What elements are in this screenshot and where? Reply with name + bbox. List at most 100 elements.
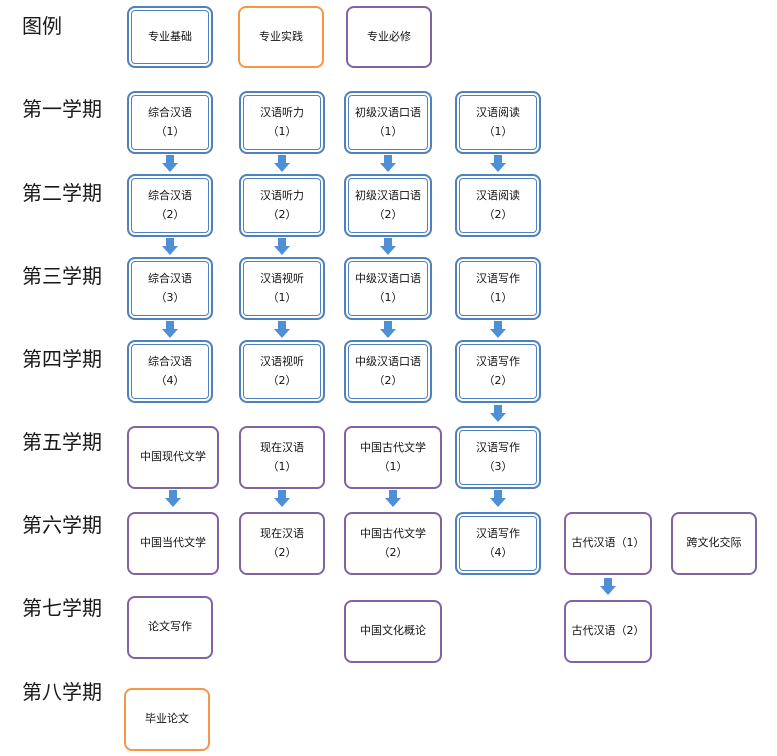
course-name: 综合汉语 (148, 105, 192, 119)
course-s7-c1: 论文写作 (127, 596, 213, 659)
course-number: （1） (373, 290, 403, 304)
course-name: 汉语写作 (476, 526, 520, 540)
course-name: 汉语听力 (260, 188, 304, 202)
course-name: 汉语听力 (260, 105, 304, 119)
semester-label-8: 第八学期 (22, 680, 102, 704)
course-number: （1） (267, 290, 297, 304)
course-s6-c1: 中国当代文学 (127, 512, 219, 575)
course-name: 中国文化概论 (360, 624, 426, 638)
course-s3-c4: 汉语写作 （1） (455, 257, 541, 320)
legend-practice-label: 专业实践 (259, 29, 303, 43)
course-s7-c3: 中国文化概论 (344, 600, 442, 663)
course-name: 综合汉语 (148, 271, 192, 285)
legend-basic-box: 专业基础 (127, 6, 213, 68)
course-s5-c2: 现在汉语 （1） (239, 426, 325, 489)
course-s3-c2: 汉语视听 （1） (239, 257, 325, 320)
semester-label-5: 第五学期 (22, 430, 102, 454)
course-number: （2） (483, 373, 513, 387)
down-arrow-icon (274, 321, 290, 338)
course-number: （1） (373, 124, 403, 138)
course-number: （1） (483, 290, 513, 304)
down-arrow-icon (162, 321, 178, 338)
down-arrow-icon (380, 238, 396, 255)
semester-label-4: 第四学期 (22, 347, 102, 371)
course-s5-c1: 中国现代文学 (127, 426, 219, 489)
down-arrow-icon (380, 155, 396, 172)
course-s7-c5: 古代汉语（2） (564, 600, 652, 663)
course-number: （2） (267, 545, 297, 559)
course-name: 中级汉语口语 (355, 354, 421, 368)
course-s1-c3: 初级汉语口语 （1） (344, 91, 432, 154)
course-number: （4） (483, 545, 513, 559)
course-name: 综合汉语 (148, 354, 192, 368)
course-s6-c3: 中国古代文学 （2） (344, 512, 442, 575)
course-number: （3） (155, 290, 185, 304)
course-number: （1） (267, 459, 297, 473)
course-s1-c2: 汉语听力 （1） (239, 91, 325, 154)
down-arrow-icon (600, 578, 616, 595)
course-name: 论文写作 (148, 620, 192, 634)
course-name: 汉语视听 (260, 354, 304, 368)
course-name: 汉语阅读 (476, 188, 520, 202)
course-number: （2） (373, 373, 403, 387)
course-name: 中国古代文学 (360, 526, 426, 540)
course-number: （1） (155, 124, 185, 138)
course-s5-c4: 汉语写作 （3） (455, 426, 541, 489)
down-arrow-icon (490, 155, 506, 172)
semester-label-6: 第六学期 (22, 513, 102, 537)
course-s5-c3: 中国古代文学 （1） (344, 426, 442, 489)
down-arrow-icon (162, 238, 178, 255)
course-number: （2） (267, 207, 297, 221)
course-s8-c1: 毕业论文 (124, 688, 210, 751)
course-s1-c1: 综合汉语 （1） (127, 91, 213, 154)
course-name: 毕业论文 (145, 712, 189, 726)
course-name: 古代汉语（2） (571, 624, 645, 638)
course-number: （1） (267, 124, 297, 138)
course-s4-c3: 中级汉语口语 （2） (344, 340, 432, 403)
course-number: （3） (483, 459, 513, 473)
course-name: 古代汉语（1） (571, 536, 645, 550)
legend-practice-box: 专业实践 (238, 6, 324, 68)
legend-required-box: 专业必修 (346, 6, 432, 68)
course-name: 综合汉语 (148, 188, 192, 202)
down-arrow-icon (274, 155, 290, 172)
semester-label-7: 第七学期 (22, 596, 102, 620)
semester-label-3: 第三学期 (22, 264, 102, 288)
course-number: （2） (378, 545, 408, 559)
course-number: （2） (373, 207, 403, 221)
course-name: 汉语写作 (476, 271, 520, 285)
course-s1-c4: 汉语阅读 （1） (455, 91, 541, 154)
course-s2-c1: 综合汉语 （2） (127, 174, 213, 237)
course-number: （1） (483, 124, 513, 138)
course-number: （4） (155, 373, 185, 387)
down-arrow-icon (490, 405, 506, 422)
course-s2-c4: 汉语阅读 （2） (455, 174, 541, 237)
down-arrow-icon (380, 321, 396, 338)
course-number: （2） (267, 373, 297, 387)
down-arrow-icon (490, 490, 506, 507)
semester-label-1: 第一学期 (22, 97, 102, 121)
course-s2-c2: 汉语听力 （2） (239, 174, 325, 237)
legend-title: 图例 (22, 14, 62, 38)
course-name: 汉语写作 (476, 440, 520, 454)
course-name: 中级汉语口语 (355, 271, 421, 285)
course-name: 中国当代文学 (140, 536, 206, 550)
down-arrow-icon (274, 238, 290, 255)
course-number: （2） (483, 207, 513, 221)
down-arrow-icon (385, 490, 401, 507)
legend-basic-label: 专业基础 (148, 29, 192, 43)
course-name: 中国现代文学 (140, 450, 206, 464)
down-arrow-icon (162, 155, 178, 172)
course-s2-c3: 初级汉语口语 （2） (344, 174, 432, 237)
course-name: 初级汉语口语 (355, 188, 421, 202)
legend-required-label: 专业必修 (367, 29, 411, 43)
course-s4-c1: 综合汉语 （4） (127, 340, 213, 403)
course-s6-c4: 汉语写作 （4） (455, 512, 541, 575)
course-name: 跨文化交际 (686, 536, 742, 550)
down-arrow-icon (165, 490, 181, 507)
course-s6-c2: 现在汉语 （2） (239, 512, 325, 575)
course-name: 中国古代文学 (360, 440, 426, 454)
course-s6-c6: 跨文化交际 (671, 512, 757, 575)
course-s4-c4: 汉语写作 （2） (455, 340, 541, 403)
course-s4-c2: 汉语视听 （2） (239, 340, 325, 403)
